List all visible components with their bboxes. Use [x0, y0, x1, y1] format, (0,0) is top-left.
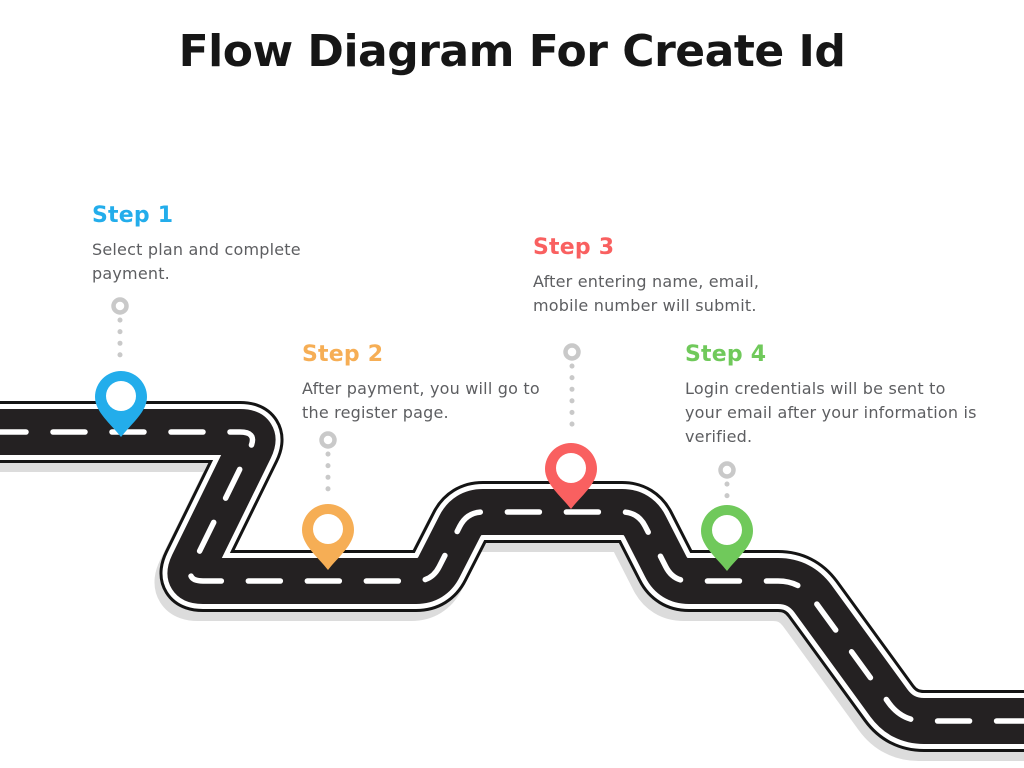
step-1-title: Step 1	[92, 203, 174, 228]
step-1-marker	[95, 297, 147, 437]
step-3-pin-hole	[556, 453, 586, 483]
step-4-start-dot	[718, 461, 736, 479]
step-2-title: Step 2	[302, 342, 384, 367]
step-1-start-dot	[111, 297, 129, 315]
step-4-marker	[701, 461, 753, 571]
step-3-start-dot	[563, 343, 581, 361]
step-3-description: After entering name, email, mobile numbe…	[533, 272, 760, 315]
page-title: Flow Diagram For Create Id	[178, 26, 846, 77]
step-2-block: Step 2 After payment, you will go to the…	[302, 342, 546, 425]
step-4-block: Step 4 Login credentials will be sent to…	[685, 342, 983, 449]
road-lane-dashes	[0, 429, 1024, 724]
step-3-title: Step 3	[533, 235, 615, 260]
road-asphalt	[0, 409, 1024, 744]
step-1-description: Select plan and complete payment.	[92, 240, 301, 283]
step-4-title: Step 4	[685, 342, 767, 367]
step-2-start-dot	[319, 431, 337, 449]
step-2-marker	[302, 431, 354, 570]
step-1-block: Step 1 Select plan and complete payment.	[92, 203, 318, 286]
step-3-marker	[545, 343, 597, 509]
step-4-description: Login credentials will be sent to your e…	[685, 379, 977, 446]
step-2-description: After payment, you will go to the regist…	[302, 379, 540, 422]
step-4-pin-hole	[712, 515, 742, 545]
step-2-pin-hole	[313, 514, 343, 544]
step-3-block: Step 3 After entering name, email, mobil…	[533, 235, 785, 318]
step-1-pin-hole	[106, 381, 136, 411]
